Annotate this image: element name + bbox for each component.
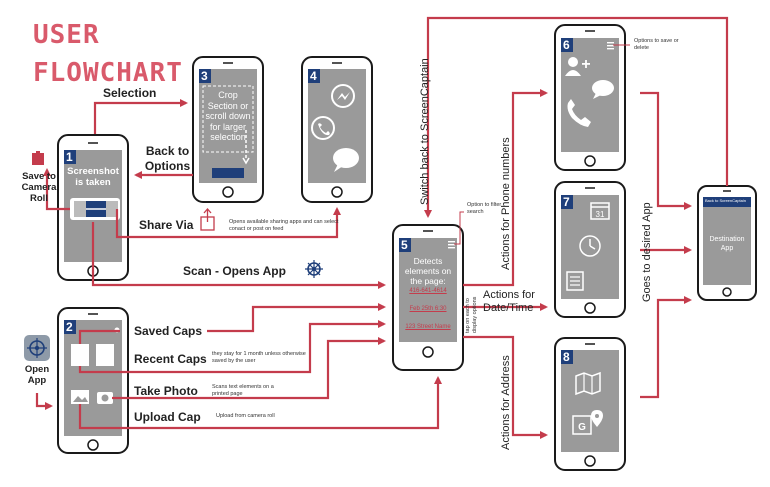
save-roll-label: Save to Camera Roll xyxy=(21,171,57,204)
phone-2 xyxy=(57,307,129,454)
phone-8: G xyxy=(554,337,626,471)
phone-6 xyxy=(554,24,626,171)
filter-note: Option to filter search xyxy=(467,202,502,215)
phone-4-number: 4 xyxy=(310,69,317,83)
phone-call-icon xyxy=(567,99,591,127)
dest-header[interactable]: Back to ScreenCaptain xyxy=(705,198,746,203)
title-line2: FLOWCHART xyxy=(33,58,183,88)
upload-cap-label: Upload Cap xyxy=(134,410,201,424)
chat-icon xyxy=(592,80,614,96)
switch-back-label: Switch back to ScreenCaptain xyxy=(419,58,431,205)
saved-caps-label: Saved Caps xyxy=(134,324,203,338)
detected-address-link[interactable]: 123 Street Name xyxy=(405,324,451,330)
share-note: Opens available sharing apps and can sel… xyxy=(229,219,339,232)
menu-icon xyxy=(448,241,455,249)
phone-destination xyxy=(697,185,757,301)
tap-note: tap on each to display options xyxy=(465,296,478,333)
scan-label: Scan - Opens App xyxy=(183,264,286,278)
share-via-label: Share Via xyxy=(139,218,194,232)
map-icon xyxy=(575,371,601,396)
messenger-icon xyxy=(331,84,355,108)
selection-label: Selection xyxy=(103,86,157,100)
app-icon xyxy=(24,335,50,361)
calendar-icon: 31 xyxy=(590,202,610,220)
phone-5 xyxy=(392,224,464,371)
recent-note: they stay for 1 month unless otherwise s… xyxy=(212,351,306,364)
phone-1-number: 1 xyxy=(66,150,73,164)
camera-roll-icon xyxy=(32,151,44,165)
phone-5-text: Detects elements on the page: xyxy=(404,256,452,286)
phone-6-number: 6 xyxy=(563,38,570,52)
clock-icon xyxy=(579,235,601,257)
upload-note: Upload from camera roll xyxy=(216,413,275,419)
menu-icon xyxy=(607,42,614,50)
google-maps-icon: G xyxy=(572,410,603,435)
phone-3 xyxy=(192,56,264,203)
whatsapp-icon xyxy=(311,116,335,140)
notes-icon xyxy=(566,271,584,291)
phone-7: 31 xyxy=(554,181,626,318)
phone-2-number: 2 xyxy=(66,320,73,334)
svg-text:G: G xyxy=(578,422,586,433)
dest-text: Destination App xyxy=(709,236,745,252)
add-contact-icon xyxy=(565,57,590,76)
take-photo-label: Take Photo xyxy=(134,384,198,398)
phone-3-text: Crop Section or scroll down for larger s… xyxy=(205,90,251,142)
recent-caps-label: Recent Caps xyxy=(134,352,207,366)
phone-8-number: 8 xyxy=(563,350,570,364)
phone-5-number: 5 xyxy=(401,238,408,252)
chat-bubble-icon xyxy=(333,148,359,168)
ship-wheel-icon xyxy=(305,260,323,278)
detected-date-link[interactable]: Feb 25th 6:30 xyxy=(409,306,447,312)
flow-arrows xyxy=(35,16,729,439)
actions-phone-label: Actions for Phone numbers xyxy=(500,137,512,270)
detected-phone-link[interactable]: 416-641-4614 xyxy=(409,288,447,294)
back-to-options-label: Back to Options xyxy=(144,144,191,173)
title-line1: USER xyxy=(33,20,100,50)
svg-text:31: 31 xyxy=(596,210,605,219)
actions-address-label: Actions for Address xyxy=(500,355,512,450)
photo-note: Scans text elements on a printed page xyxy=(212,384,274,397)
open-app-label: Open App xyxy=(24,364,50,386)
save-delete-note: Options to save or delete xyxy=(634,38,679,51)
phone-4 xyxy=(301,56,373,203)
phone-1 xyxy=(57,134,129,281)
share-icon xyxy=(200,208,215,231)
goes-to-app-label: Goes to desired App xyxy=(641,202,653,302)
phone-7-number: 7 xyxy=(563,195,570,209)
phone-3-number: 3 xyxy=(201,69,208,83)
actions-date-label: Actions for Date/Time xyxy=(483,289,535,314)
phone-1-text: Screenshot is taken xyxy=(67,166,119,188)
